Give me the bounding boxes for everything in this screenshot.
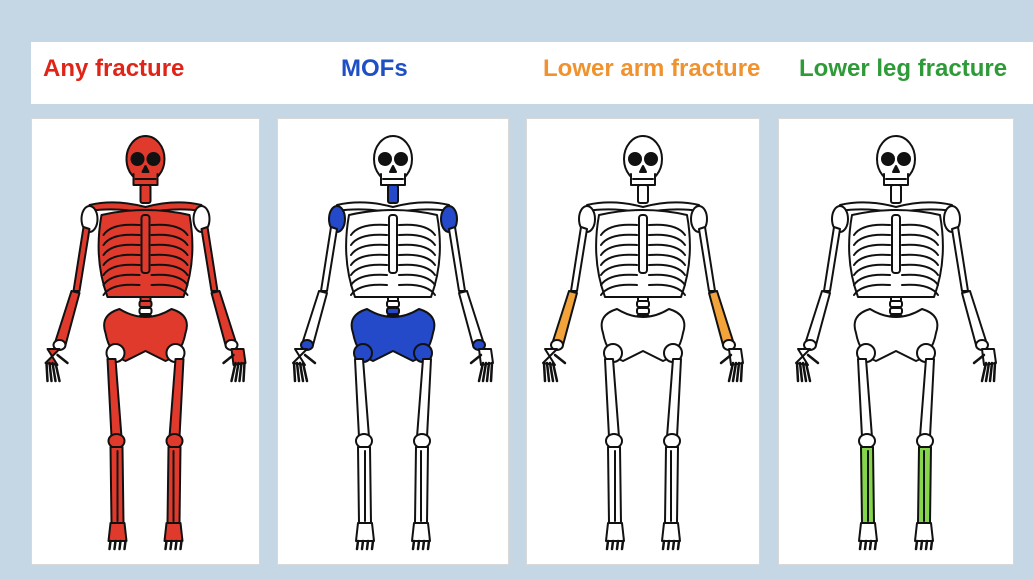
bone-lower-arms bbox=[303, 291, 327, 345]
skeleton-lower-arm-fracture bbox=[527, 119, 759, 564]
bone-feet bbox=[662, 523, 680, 541]
bone-upper-arms bbox=[74, 227, 90, 291]
bone-neck bbox=[638, 185, 648, 203]
bone-femurs bbox=[170, 359, 184, 437]
bone-upper-arms bbox=[321, 227, 337, 291]
bone-feet bbox=[356, 523, 374, 541]
panel-any-fracture bbox=[31, 118, 260, 565]
bone-neck bbox=[141, 185, 151, 203]
bone-patellae bbox=[414, 434, 430, 448]
bone-lower-spine bbox=[890, 308, 902, 314]
bone-ribcage bbox=[892, 215, 900, 273]
bone-upper-arms bbox=[202, 227, 218, 291]
panel-mofs bbox=[277, 118, 509, 565]
bone-lower-arms bbox=[459, 291, 483, 345]
bone-upper-arms bbox=[952, 227, 968, 291]
bone-femurs bbox=[667, 359, 681, 437]
bone-spine bbox=[140, 301, 152, 307]
bone-upper-arms bbox=[824, 227, 840, 291]
bone-patellae bbox=[167, 434, 183, 448]
bone-patellae bbox=[356, 434, 372, 448]
bone-spine bbox=[387, 301, 399, 307]
skeleton-any-fracture-bones bbox=[46, 136, 246, 549]
bone-femurs bbox=[920, 359, 934, 437]
bone-patellae bbox=[859, 434, 875, 448]
bone-feet bbox=[915, 523, 933, 541]
panel-lower-arm-fracture bbox=[526, 118, 760, 565]
label-lower-leg-fracture: Lower leg fracture bbox=[799, 52, 1007, 86]
bone-lower-arms bbox=[709, 291, 733, 345]
label-lower-arm-fracture: Lower arm fracture bbox=[543, 52, 760, 86]
skeleton-mofs-bones bbox=[293, 136, 493, 549]
skeleton-lower-leg-fracture bbox=[779, 119, 1013, 564]
bone-lower-arms bbox=[962, 291, 986, 345]
panel-lower-leg-fracture bbox=[778, 118, 1014, 565]
bone-ribcage bbox=[142, 215, 150, 273]
bone-femurs bbox=[605, 359, 619, 437]
skeleton-mofs bbox=[278, 119, 508, 564]
bone-neck bbox=[891, 185, 901, 203]
label-any-fracture: Any fracture bbox=[43, 52, 184, 86]
bone-lower-arms bbox=[806, 291, 830, 345]
skeleton-any-fracture bbox=[32, 119, 259, 564]
bone-lower-spine bbox=[637, 308, 649, 314]
bone-ribcage bbox=[389, 215, 397, 273]
bone-patellae bbox=[606, 434, 622, 448]
bone-lower-arms bbox=[212, 291, 236, 345]
bone-patellae bbox=[109, 434, 125, 448]
bone-femurs bbox=[858, 359, 872, 437]
bone-feet bbox=[165, 523, 183, 541]
bone-lower-arms bbox=[553, 291, 577, 345]
bone-femurs bbox=[417, 359, 431, 437]
bone-feet bbox=[859, 523, 877, 541]
bone-lower-spine bbox=[387, 308, 399, 314]
bone-spine bbox=[890, 301, 902, 307]
bone-feet bbox=[606, 523, 624, 541]
skeleton-lower-leg-fracture-bones bbox=[796, 136, 996, 549]
bone-femurs bbox=[108, 359, 122, 437]
bone-upper-arms bbox=[699, 227, 715, 291]
bone-upper-arms bbox=[449, 227, 465, 291]
label-mofs: MOFs bbox=[341, 52, 408, 86]
bone-lower-spine bbox=[140, 308, 152, 314]
bone-patellae bbox=[664, 434, 680, 448]
bone-feet bbox=[109, 523, 127, 541]
skeleton-lower-arm-fracture-bones bbox=[543, 136, 743, 549]
bone-upper-arms bbox=[571, 227, 587, 291]
bone-spine bbox=[637, 301, 649, 307]
bone-lower-arms bbox=[56, 291, 80, 345]
bone-neck bbox=[388, 185, 398, 203]
bone-femurs bbox=[355, 359, 369, 437]
legend-header: Any fracture MOFs Lower arm fracture Low… bbox=[31, 42, 1033, 104]
bone-patellae bbox=[917, 434, 933, 448]
bone-ribcage bbox=[639, 215, 647, 273]
bone-feet bbox=[412, 523, 430, 541]
